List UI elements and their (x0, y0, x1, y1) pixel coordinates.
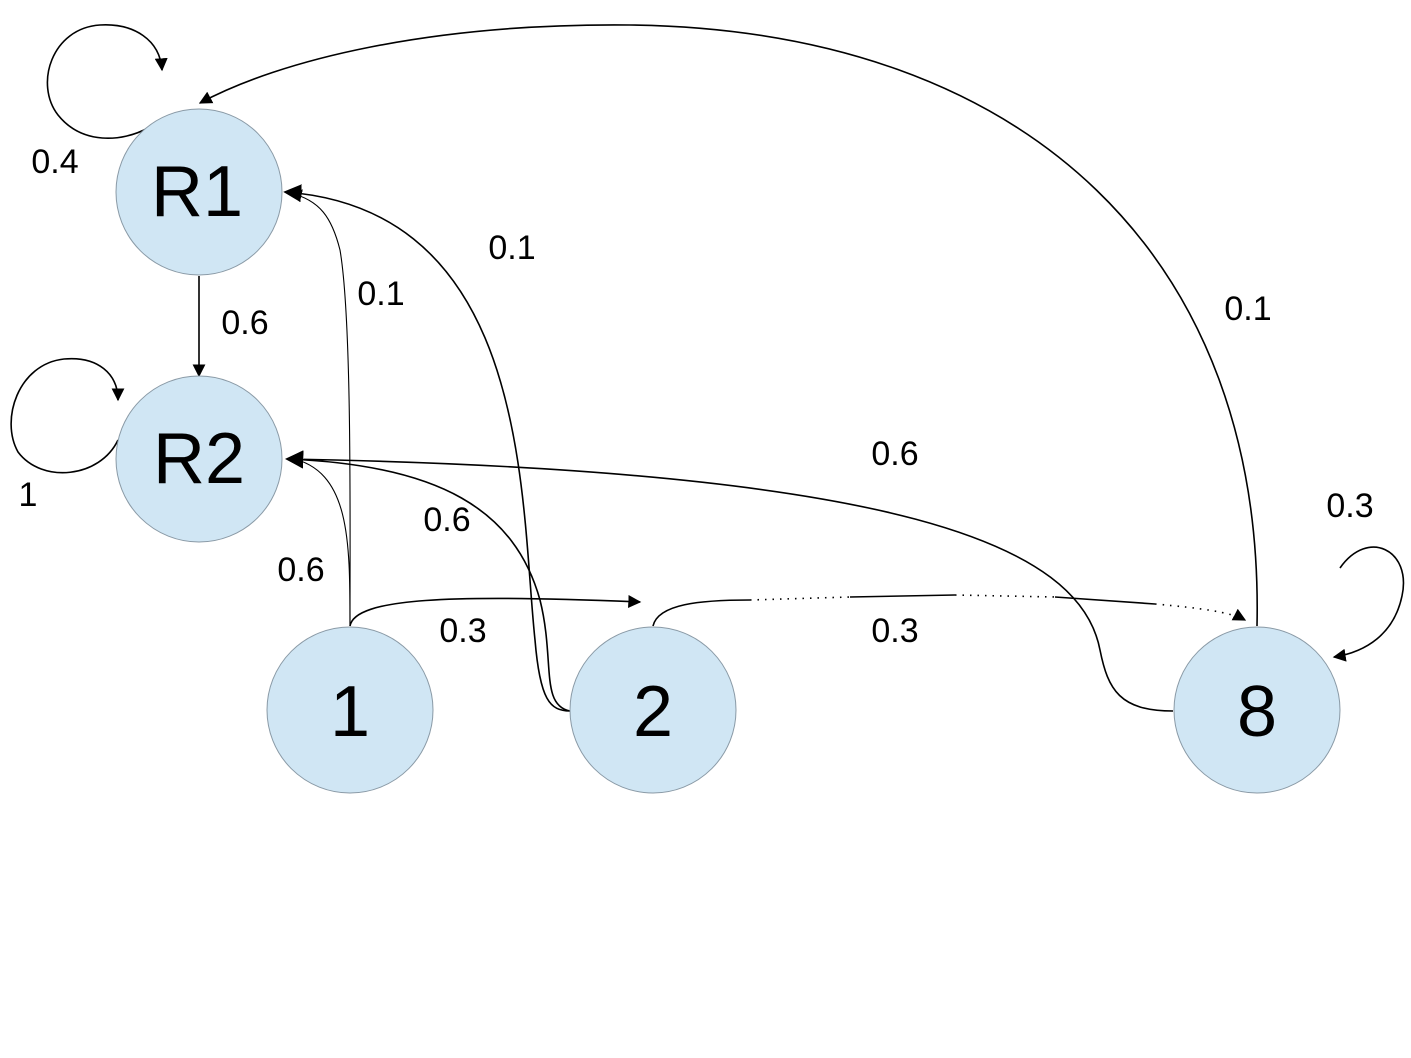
node-r2-label: R2 (153, 419, 245, 499)
edge-r2-self-loop (10, 357, 125, 474)
edge-label-2-to-8: 0.3 (871, 612, 918, 650)
edge-label-r2-self: 1 (19, 476, 38, 514)
edge-2-to-r1 (283, 184, 571, 712)
node-1-label: 1 (330, 672, 370, 752)
nodes: R1 R2 1 2 8 (115, 108, 1341, 794)
edge-label-2-to-r2: 0.6 (423, 501, 470, 539)
edge-label-r1-to-r2: 0.6 (221, 304, 268, 342)
edge-1-to-r2 (288, 453, 351, 627)
edge-label-1-to-r2: 0.6 (277, 551, 324, 589)
node-2-circle (569, 626, 737, 794)
edges (10, 24, 1405, 712)
node-1[interactable]: 1 (266, 626, 434, 794)
edge-label-1-to-2: 0.3 (439, 612, 486, 650)
edge-2-to-r2 (285, 450, 571, 712)
node-8-label: 8 (1237, 672, 1277, 752)
edge-label-1-to-r1: 0.1 (357, 275, 404, 313)
edge-r1-self-loop (46, 24, 168, 140)
edge-8-self-loop (1332, 546, 1405, 662)
edge-1-to-2 (349, 595, 642, 627)
edge-1-to-r1 (288, 189, 351, 627)
node-2[interactable]: 2 (569, 626, 737, 794)
node-1-circle (266, 626, 434, 794)
node-r2[interactable]: R2 (115, 375, 283, 543)
node-r2-circle (115, 375, 283, 543)
node-8[interactable]: 8 (1173, 626, 1341, 794)
node-r1[interactable]: R1 (115, 108, 283, 276)
edge-8-to-r2 (285, 450, 1174, 712)
edge-8-to-r1 (198, 24, 1258, 627)
node-8-circle (1173, 626, 1341, 794)
edge-2-to-8 (652, 594, 1247, 627)
edge-labels: 0.4 1 0.3 0.6 0.1 0.1 0.1 0.6 0.6 0.6 0.… (19, 143, 1374, 650)
edge-label-8-to-r2: 0.6 (871, 435, 918, 473)
node-r1-label: R1 (151, 152, 243, 232)
edge-label-8-self: 0.3 (1326, 487, 1373, 525)
node-r1-circle (115, 108, 283, 276)
edge-label-r1-self: 0.4 (31, 143, 78, 181)
edge-label-8-to-r1: 0.1 (1224, 290, 1271, 328)
edge-label-2-to-r1: 0.1 (488, 229, 535, 267)
node-2-label: 2 (633, 672, 673, 752)
